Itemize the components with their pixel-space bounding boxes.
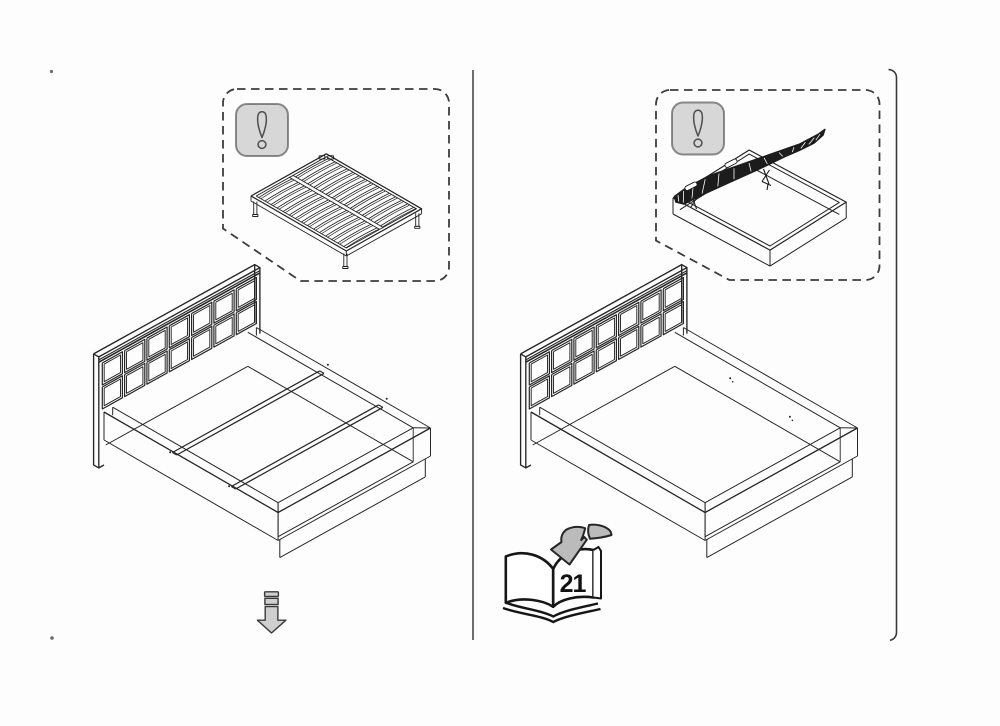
svg-text:21: 21: [560, 570, 587, 598]
